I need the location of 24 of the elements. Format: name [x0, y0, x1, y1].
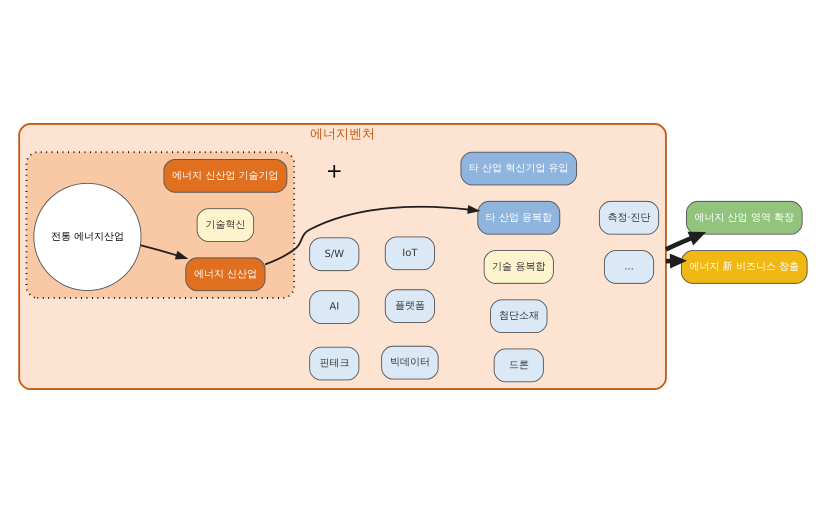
node-box: 에너지 新 비즈니스 창출 — [680, 250, 808, 284]
node-box: 에너지 신산업 — [185, 256, 266, 291]
label: + — [326, 158, 343, 182]
node-box: 기술 융복합 — [484, 250, 554, 284]
node-box: 플랫폼 — [384, 288, 435, 322]
node-box: ... — [604, 250, 654, 284]
arrow — [140, 244, 188, 259]
node-box: 에너지 산업 영역 확장 — [686, 200, 803, 234]
node-circle: 전통 에너지산업 — [33, 182, 142, 290]
arrow — [264, 204, 480, 265]
node-box: 빅데이터 — [381, 345, 439, 379]
node-box: AI — [309, 290, 360, 324]
node-box: 핀테크 — [309, 346, 360, 380]
arrow — [664, 231, 706, 251]
node-box: 기술혁신 — [196, 208, 254, 242]
node-box: S/W — [309, 236, 360, 271]
node-box: 타 산업 혁신기업 유입 — [460, 151, 578, 185]
cluster — [26, 150, 296, 298]
node-box: 드론 — [494, 348, 544, 382]
node-box: IoT — [384, 236, 435, 270]
node-box: 첨단소재 — [490, 298, 548, 333]
node-box: 측정·진단 — [598, 200, 660, 234]
node-box: 타 산업 융복합 — [477, 200, 560, 234]
node-box: 에너지 신산업 기술기업 — [163, 158, 288, 192]
